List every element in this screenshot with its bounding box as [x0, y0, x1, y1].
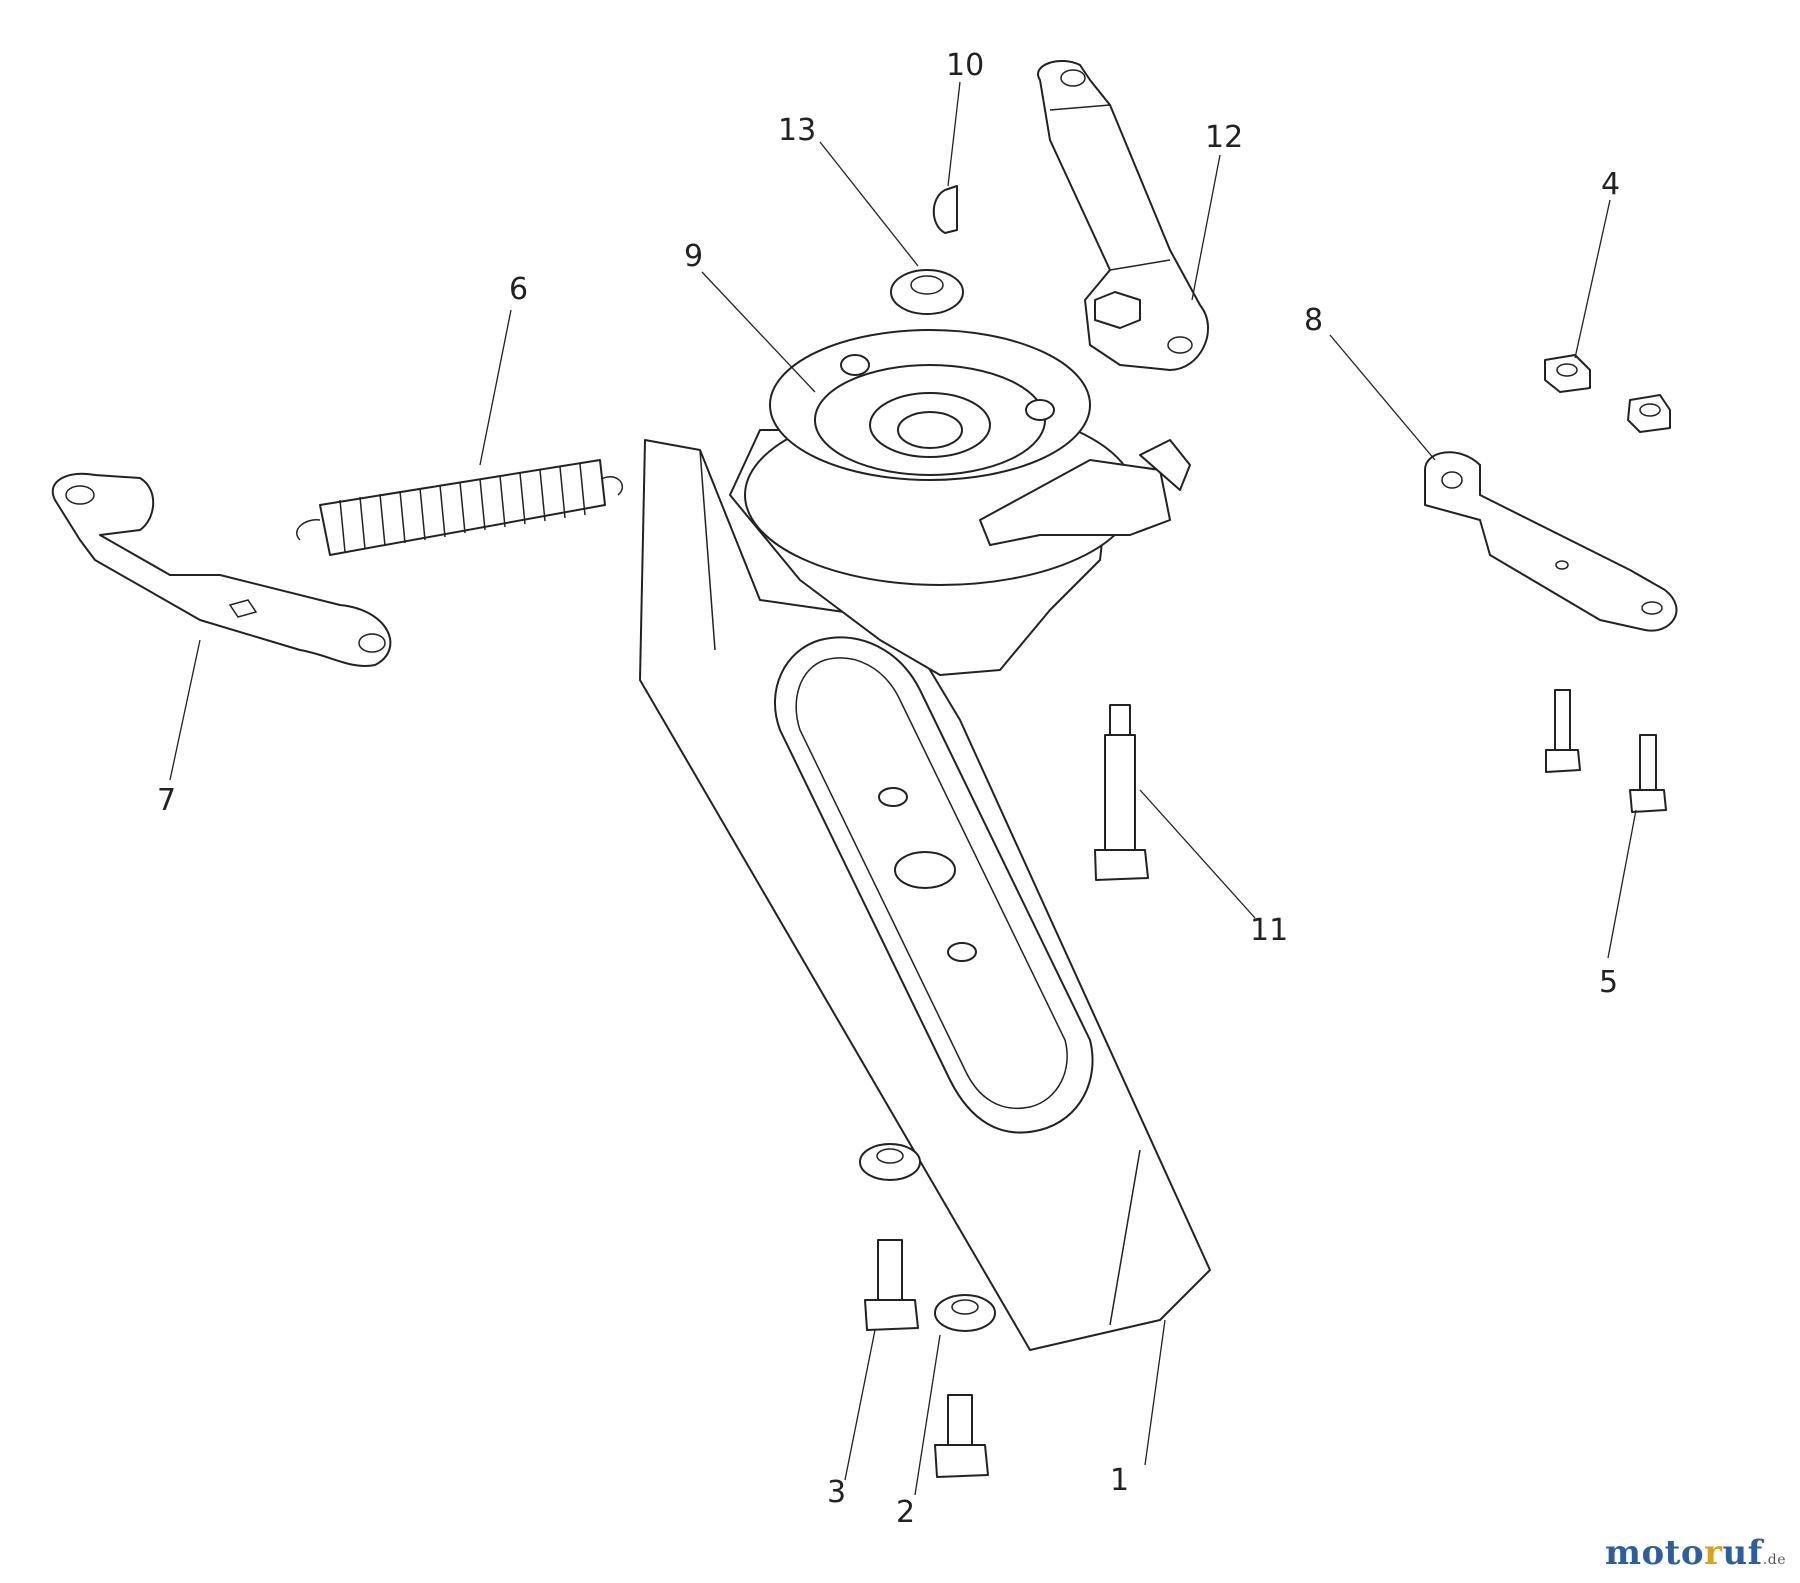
callout-4: 4 [1601, 167, 1620, 202]
watermark-suffix: .de [1762, 1552, 1786, 1568]
part-8-bracket [1424, 451, 1678, 632]
part-2-washers [859, 1143, 996, 1332]
callout-9: 9 [684, 239, 703, 274]
callout-12: 12 [1205, 120, 1243, 155]
leader-lines [169, 81, 1637, 1496]
callout-6: 6 [509, 272, 528, 307]
part-3-bolts [864, 1239, 989, 1478]
part-6-spring [296, 459, 624, 556]
callout-8: 8 [1304, 303, 1323, 338]
part-10-key [932, 185, 958, 234]
callout-3: 3 [827, 1475, 846, 1510]
callout-5: 5 [1599, 965, 1618, 1000]
callout-2: 2 [896, 1495, 915, 1530]
callout-11: 11 [1250, 913, 1288, 948]
watermark-logo: motoruf.de [1605, 1533, 1786, 1573]
part-9-clutch [729, 329, 1191, 676]
callout-7: 7 [157, 783, 176, 818]
part-12-bracket [1037, 60, 1210, 371]
part-5-bolts [1545, 689, 1667, 813]
part-1-blade [639, 439, 1211, 1351]
callout-10: 10 [946, 48, 984, 83]
watermark-part-2: r [1704, 1533, 1723, 1573]
callout-1: 1 [1110, 1463, 1129, 1498]
callout-labels: 1 2 3 4 5 6 7 8 9 10 11 12 13 [157, 48, 1620, 1530]
watermark-part-1: moto [1604, 1533, 1705, 1573]
part-11-bolt [1094, 704, 1149, 881]
part-7-lever [51, 472, 392, 667]
watermark-part-3: uf [1722, 1533, 1763, 1573]
callout-13: 13 [778, 113, 816, 148]
part-13-washer [890, 269, 964, 315]
part-4-nuts [1544, 354, 1671, 433]
